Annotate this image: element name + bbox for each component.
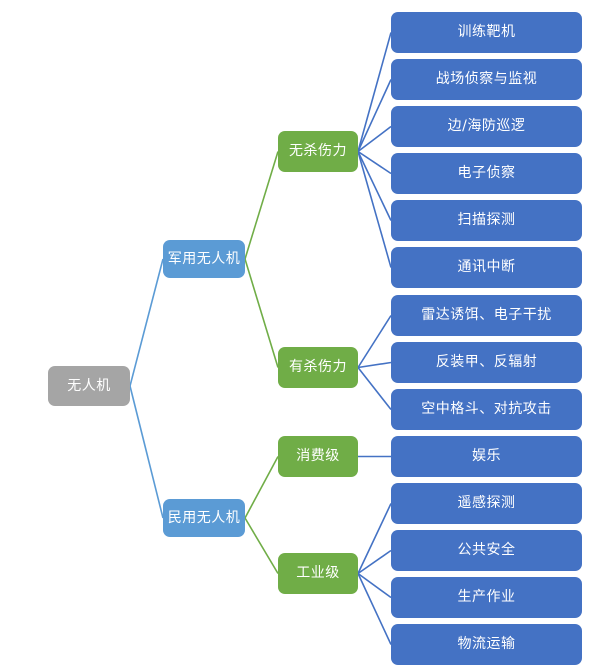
node-leaf-3[interactable]: 电子侦察 bbox=[391, 153, 582, 194]
edge-branch-to-group-3 bbox=[244, 517, 279, 574]
node-leaf-4[interactable]: 扫描探测 bbox=[391, 200, 582, 241]
node-root-uav[interactable]: 无人机 bbox=[48, 366, 130, 406]
node-branch-1[interactable]: 民用无人机 bbox=[163, 499, 245, 537]
node-leaf-0[interactable]: 训练靶机 bbox=[391, 12, 582, 53]
edge-group-to-leaf-10 bbox=[357, 503, 392, 574]
edge-branch-to-group-1 bbox=[244, 258, 279, 368]
edge-group-to-leaf-11 bbox=[357, 549, 392, 575]
node-leaf-12[interactable]: 生产作业 bbox=[391, 577, 582, 618]
edge-group-to-leaf-4 bbox=[357, 151, 392, 221]
node-leaf-8[interactable]: 空中格斗、对抗攻击 bbox=[391, 389, 582, 430]
node-leaf-2[interactable]: 边/海防巡逻 bbox=[391, 106, 582, 147]
edge-group-to-leaf-0 bbox=[357, 32, 392, 152]
edge-group-to-leaf-2 bbox=[357, 125, 392, 153]
node-leaf-1[interactable]: 战场侦察与监视 bbox=[391, 59, 582, 100]
edge-group-to-leaf-13 bbox=[357, 573, 392, 645]
edge-group-to-leaf-7 bbox=[357, 361, 392, 369]
node-group-1[interactable]: 有杀伤力 bbox=[278, 347, 358, 388]
node-leaf-5[interactable]: 通讯中断 bbox=[391, 247, 582, 288]
edge-group-to-leaf-1 bbox=[357, 79, 392, 152]
node-leaf-13[interactable]: 物流运输 bbox=[391, 624, 582, 665]
edge-root-to-branch-1 bbox=[129, 385, 164, 519]
edge-group-to-leaf-12 bbox=[357, 572, 392, 599]
edge-group-to-leaf-6 bbox=[357, 315, 392, 368]
node-branch-0[interactable]: 军用无人机 bbox=[163, 240, 245, 278]
node-group-3[interactable]: 工业级 bbox=[278, 553, 358, 594]
node-leaf-9[interactable]: 娱乐 bbox=[391, 436, 582, 477]
node-group-0[interactable]: 无杀伤力 bbox=[278, 131, 358, 172]
edge-branch-to-group-0 bbox=[244, 151, 279, 260]
node-leaf-10[interactable]: 遥感探测 bbox=[391, 483, 582, 524]
node-leaf-7[interactable]: 反装甲、反辐射 bbox=[391, 342, 582, 383]
edge-group-to-leaf-3 bbox=[357, 150, 392, 175]
edge-branch-to-group-2 bbox=[244, 456, 279, 519]
edge-group-to-leaf-5 bbox=[357, 151, 392, 268]
edge-root-to-branch-0 bbox=[129, 258, 164, 387]
node-group-2[interactable]: 消费级 bbox=[278, 436, 358, 477]
edge-group-to-leaf-8 bbox=[357, 367, 392, 410]
node-leaf-6[interactable]: 雷达诱饵、电子干扰 bbox=[391, 295, 582, 336]
node-leaf-11[interactable]: 公共安全 bbox=[391, 530, 582, 571]
